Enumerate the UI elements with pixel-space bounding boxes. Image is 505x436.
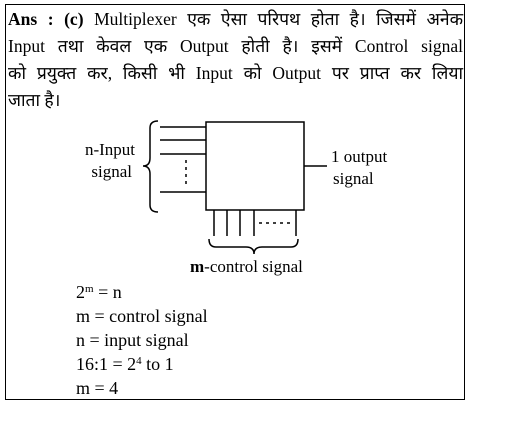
- input-label-line1: n-Input: [85, 140, 135, 159]
- equation-3: n = input signal: [76, 330, 189, 350]
- control-label: m-control signal: [190, 257, 303, 276]
- equation-4: 16:1 = 24 to 1: [76, 352, 208, 376]
- eq4-pre: 16:1 = 2: [76, 354, 137, 374]
- equations: 2m = n m = control signal n = input sign…: [76, 280, 208, 400]
- control-label-m: m: [190, 257, 204, 276]
- answer-line-4: जाता है।: [8, 90, 61, 110]
- eq1-exponent: m: [85, 283, 94, 295]
- control-lines: [213, 210, 297, 236]
- answer-line-1-text: Multiplexer एक ऐसा परिपथ होता है। जिसमें…: [83, 9, 464, 29]
- control-label-text: -control signal: [204, 257, 303, 276]
- answer-line-1: Ans : (c) Multiplexer एक ऐसा परिपथ होता …: [8, 6, 463, 33]
- eq1-rest: = n: [93, 282, 122, 302]
- eq4-exponent: 4: [136, 355, 142, 367]
- answer-box: [5, 4, 465, 400]
- answer-paragraph: Ans : (c) Multiplexer एक ऐसा परिपथ होता …: [8, 6, 463, 114]
- eq4-rest: to 1: [141, 354, 174, 374]
- equation-2: m = control signal: [76, 306, 208, 326]
- answer-prefix: Ans : (c): [8, 9, 84, 29]
- equation-1: 2m = n: [76, 280, 208, 304]
- answer-line-3: को प्रयुक्त कर, किसी भी Input को Output …: [8, 63, 463, 83]
- mux-block: [205, 121, 305, 211]
- output-label-line2: signal: [333, 169, 374, 188]
- eq1-base: 2: [76, 282, 85, 302]
- input-label-line2: signal: [91, 162, 132, 181]
- equation-5: m = 4: [76, 378, 119, 398]
- control-brace: [208, 238, 299, 255]
- input-brace: [142, 120, 159, 213]
- input-lines: [160, 126, 206, 193]
- answer-line-2: Input तथा केवल एक Output होती है। इसमें …: [8, 36, 463, 56]
- output-label-line1: 1 output: [331, 147, 387, 166]
